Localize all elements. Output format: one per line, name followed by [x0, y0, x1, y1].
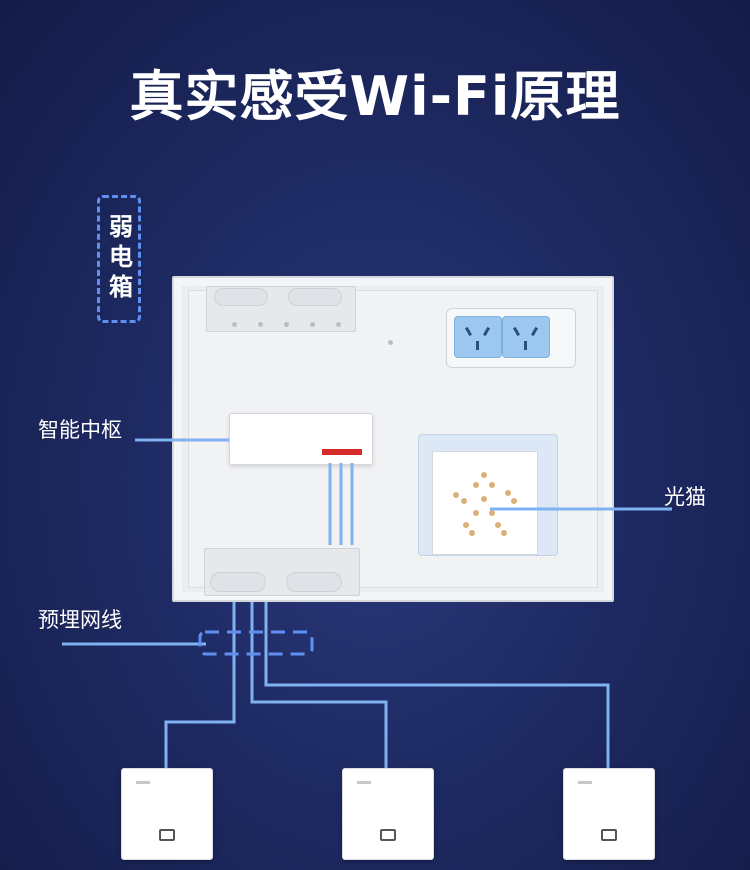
- smart-hub-device: [229, 413, 373, 465]
- mount-hole: [336, 322, 341, 327]
- hub-label: 智能中枢: [38, 418, 122, 442]
- knockout-slot: [286, 572, 342, 592]
- mount-hole: [284, 322, 289, 327]
- modem-label: 光猫: [664, 485, 706, 509]
- ethernet-port-icon: [159, 829, 175, 841]
- mount-hole: [388, 340, 393, 345]
- power-socket-icon: [502, 316, 550, 358]
- page-title: 真实感受Wi-Fi原理: [129, 65, 621, 128]
- ethernet-port-icon: [601, 829, 617, 841]
- ethernet-port-icon: [380, 829, 396, 841]
- knockout-slot: [214, 288, 268, 306]
- knockout-slot: [210, 572, 266, 592]
- optical-modem-device: [432, 451, 538, 555]
- cable-bundle-dashed-box: [198, 630, 314, 656]
- wall-panel-ap: [342, 768, 434, 860]
- mount-hole: [258, 322, 263, 327]
- weak-current-box-tag: 弱电箱: [97, 195, 141, 323]
- hub-brand-mark: [322, 449, 362, 455]
- mount-hole: [310, 322, 315, 327]
- wall-panel-ap: [563, 768, 655, 860]
- knockout-slot: [288, 288, 342, 306]
- weak-current-box-label: 弱电箱: [104, 214, 133, 304]
- mount-hole: [232, 322, 237, 327]
- cable-label: 预埋网线: [38, 608, 122, 632]
- wall-panel-ap: [121, 768, 213, 860]
- power-socket-icon: [454, 316, 502, 358]
